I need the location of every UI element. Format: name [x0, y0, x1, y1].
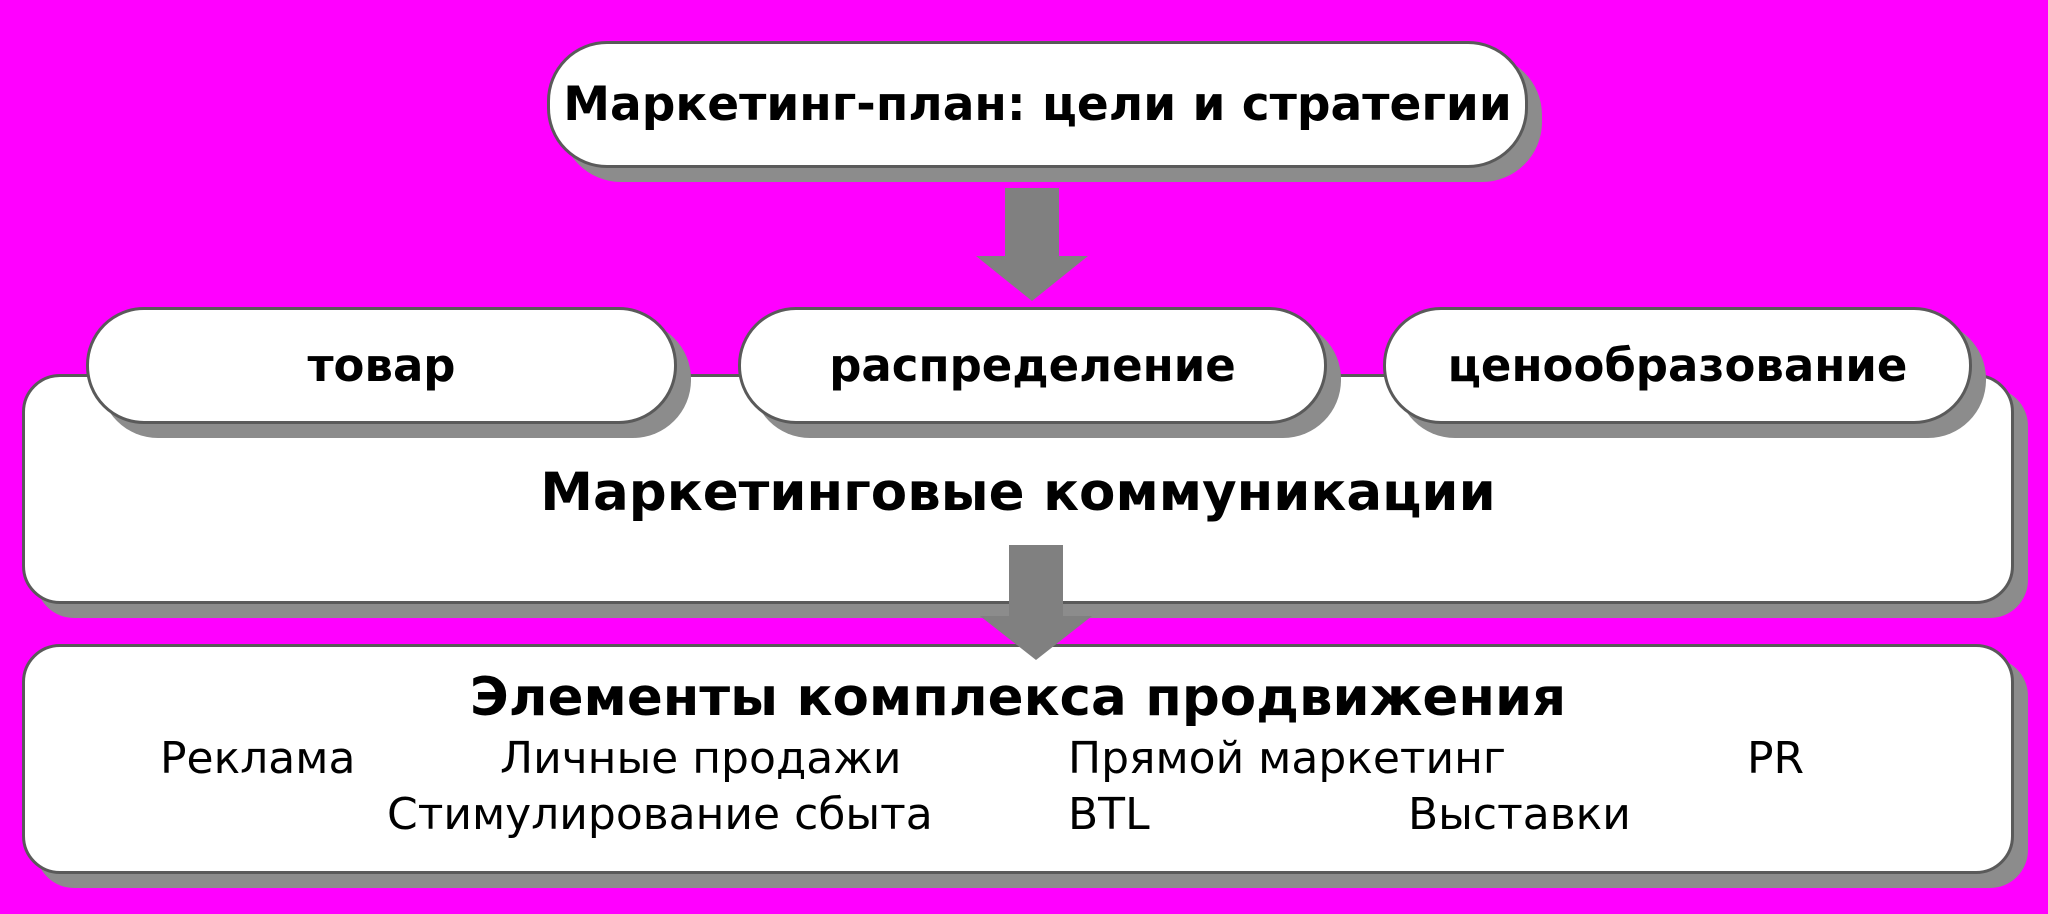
distribution-pill: распределение	[738, 307, 1327, 424]
product-label: товар	[307, 339, 456, 392]
down-arrow-plan-to-mix	[976, 188, 1088, 301]
promo-item-personal-selling: Личные продажи	[500, 733, 902, 784]
distribution-label: распределение	[829, 339, 1236, 392]
promotion-elements-title: Элементы комплекса продвижения	[469, 667, 1567, 728]
promo-item-pr: PR	[1747, 733, 1805, 784]
pricing-pill: ценообразование	[1383, 307, 1972, 424]
marketing-plan-box: Маркетинг-план: цели и стратегии	[547, 41, 1528, 168]
promo-item-sales-promotion: Стимулирование сбыта	[387, 789, 933, 840]
promo-item-direct-marketing: Прямой маркетинг	[1068, 733, 1507, 784]
promo-item-advertising: Реклама	[160, 733, 356, 784]
product-pill: товар	[86, 307, 677, 424]
promotion-elements-box: Элементы комплекса продвижения Реклама Л…	[22, 644, 2014, 874]
pricing-label: ценообразование	[1447, 339, 1908, 392]
promo-item-btl: BTL	[1068, 789, 1150, 840]
marketing-plan-title: Маркетинг-план: цели и стратегии	[563, 77, 1512, 132]
promo-item-exhibitions: Выставки	[1408, 789, 1631, 840]
marketing-communications-title: Маркетинговые коммуникации	[540, 462, 1496, 523]
down-arrow-communications-to-promotion	[980, 545, 1092, 660]
